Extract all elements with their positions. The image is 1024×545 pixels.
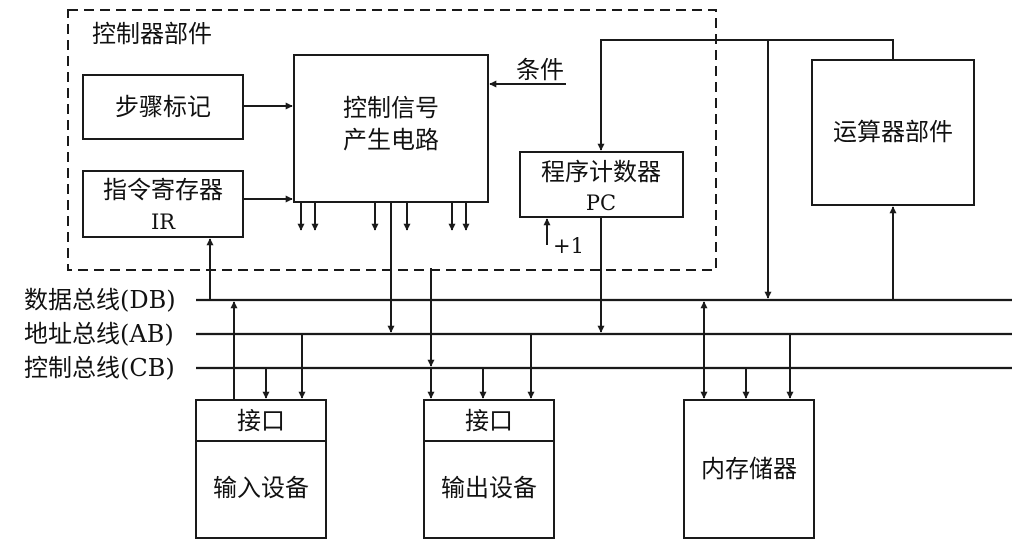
ir-label-line2: IR [151,210,176,234]
step-marker-box [82,74,244,140]
ir-label-line1: 指令寄存器 [103,176,223,204]
instruction-register-box [82,170,244,238]
alu-feedback-path [597,39,894,151]
condition-label: 条件 [516,56,564,84]
alu-label: 运算器部件 [833,118,953,146]
main-memory-block [683,399,815,539]
alu-box [811,59,975,206]
output-device-block [423,399,555,539]
output-device-label: 输出设备 [441,474,537,502]
input-device-label: 输入设备 [213,474,309,502]
program-counter-box [519,151,684,218]
input-interface-label: 接口 [237,407,285,435]
address-bus-label: 地址总线(AB) [24,320,174,348]
pc-label-line2: PC [586,191,616,215]
signal-gen-label-line1: 控制信号 [343,94,439,122]
control-signal-generator-box [293,54,489,203]
controller-title: 控制器部件 [92,20,212,48]
data-bus-label: 数据总线(DB) [24,286,176,314]
signal-gen-label-line2: 产生电路 [343,126,439,154]
control-bus-label: 控制总线(CB) [24,354,175,382]
input-device-block [195,399,327,539]
pc-increment-label: +1 [553,234,584,258]
step-marker-label: 步骤标记 [115,93,211,121]
output-interface-label: 接口 [465,407,513,435]
control-signal-outputs [297,202,470,231]
pc-label-line1: 程序计数器 [541,158,661,186]
main-memory-label: 内存储器 [701,455,797,483]
